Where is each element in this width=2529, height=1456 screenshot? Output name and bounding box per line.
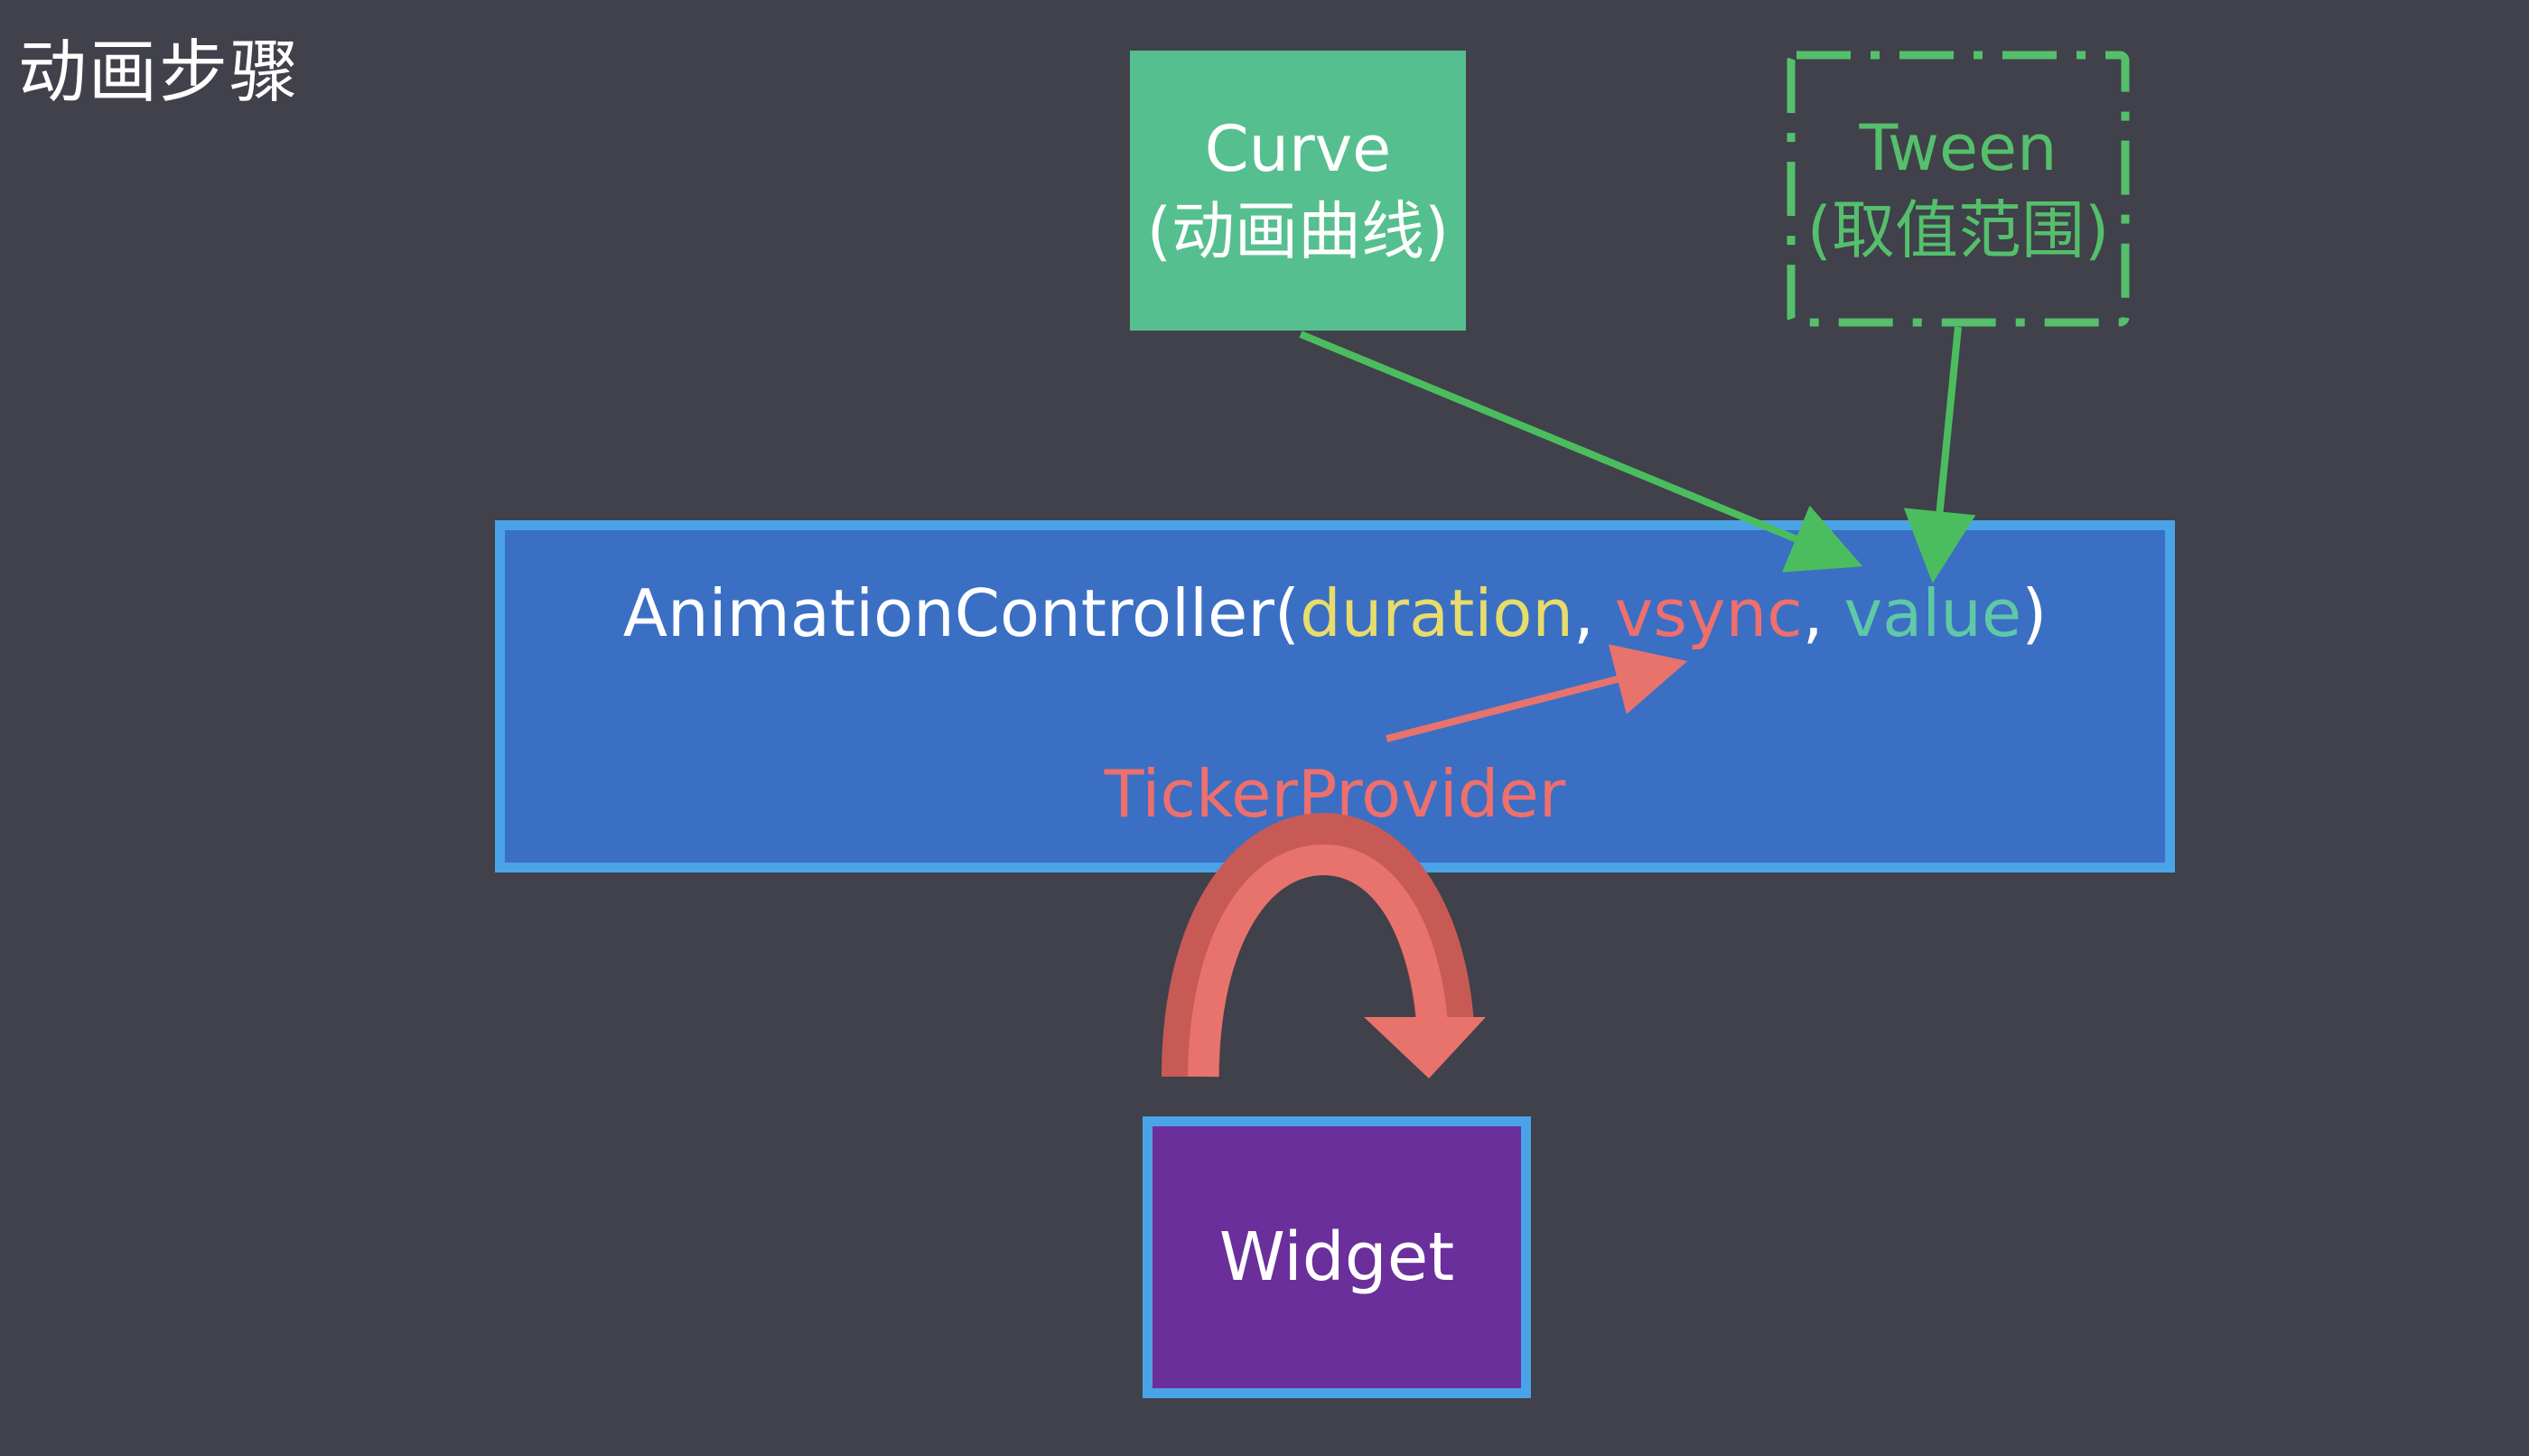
curve-sublabel: (动画曲线): [1146, 194, 1450, 268]
tween-label: Tween: [1859, 111, 2058, 185]
animation-controller-node: AnimationController(duration, vsync, val…: [495, 520, 2175, 873]
ticker-provider-label: TickerProvider: [1104, 756, 1566, 832]
closing-paren: ): [2021, 575, 2048, 651]
curve-node: Curve (动画曲线): [1130, 51, 1466, 331]
widget-node: Widget: [1143, 1116, 1531, 1398]
widget-label: Widget: [1218, 1218, 1455, 1296]
separator: ,: [1573, 575, 1615, 651]
tween-node: Tween (取值范围): [1796, 56, 2121, 323]
param-vsync: vsync: [1614, 575, 1803, 651]
controller-signature: AnimationController(duration, vsync, val…: [505, 575, 2165, 651]
param-value: value: [1843, 575, 2022, 651]
controller-name: AnimationController(: [622, 575, 1301, 651]
page-title: 动画步骤: [18, 32, 300, 112]
tween-dashed-border: [1787, 51, 2130, 327]
curve-label: Curve: [1204, 112, 1392, 186]
separator: ,: [1802, 575, 1844, 651]
param-duration: duration: [1300, 575, 1574, 651]
curved-red-arrow: [1162, 813, 1486, 1078]
tween-sublabel: (取值范围): [1806, 193, 2110, 267]
